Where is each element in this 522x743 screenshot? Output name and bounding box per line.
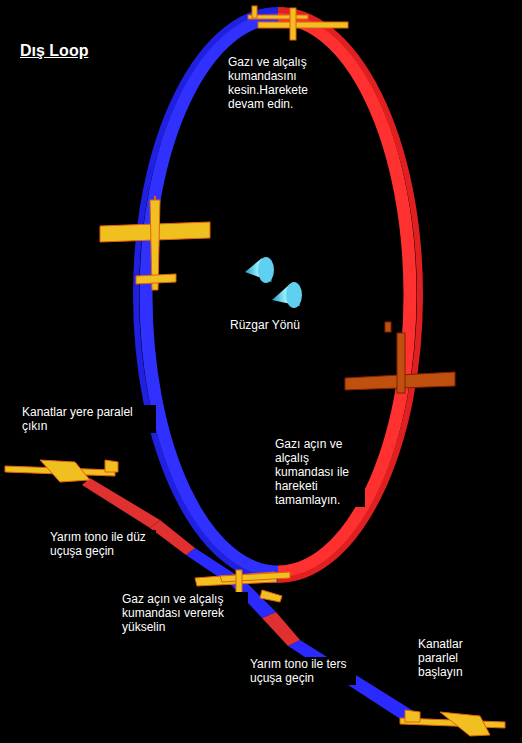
instruction-note: Gazı ve alçalış kumandasını kesin.Hareke… — [226, 55, 334, 111]
plane-left — [100, 196, 210, 290]
wind-direction-icon — [245, 257, 302, 308]
plane-entry — [400, 710, 505, 736]
instruction-note: Rüzgar Yönü — [228, 318, 322, 332]
instruction-note: Gazı açın ve alçalış kumandası ile harek… — [273, 437, 365, 507]
entry-ribbon-twist — [262, 612, 300, 646]
instruction-note: Kanatlar yere paralel çıkın — [20, 405, 156, 433]
instruction-note: Yarım tono ile düz uçuşa geçin — [48, 530, 156, 558]
exit-ribbon — [82, 478, 160, 528]
exit-ribbon-twist — [150, 520, 195, 555]
plane-top — [248, 6, 348, 40]
diagram-title: Dış Loop — [20, 42, 88, 60]
plane-right — [345, 322, 455, 393]
plane-exit — [5, 460, 118, 482]
instruction-note: Kanatlar pararlel başlayın — [416, 637, 484, 679]
instruction-note: Gaz açın ve alçalış kumandası vererek yü… — [120, 592, 248, 634]
instruction-note: Yarım tono ile ters uçuşa geçin — [248, 657, 356, 685]
